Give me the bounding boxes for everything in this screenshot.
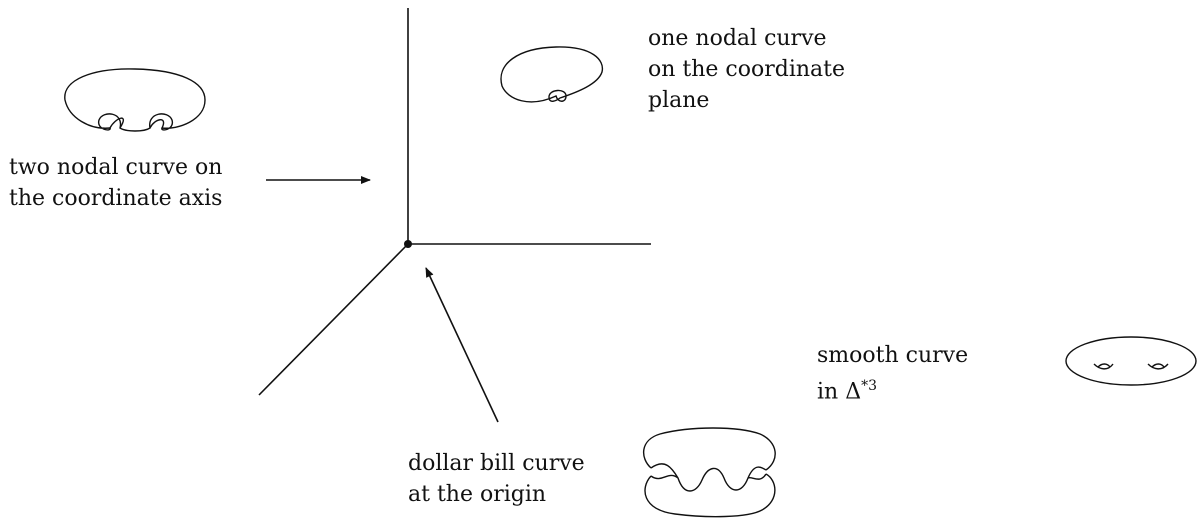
dollar-bill-waves xyxy=(650,463,767,492)
origin-arrow xyxy=(425,267,499,423)
two-nodal-label: two nodal curve on the coordinate axis xyxy=(9,152,222,214)
smooth-label-line1: smooth curve xyxy=(817,343,969,368)
smooth-label-line2: in Δ*3 xyxy=(817,371,968,407)
smooth-label-line2-sup: *3 xyxy=(861,378,878,394)
two-nodal-inner-right xyxy=(149,119,165,129)
smooth-handle-right xyxy=(1147,363,1169,370)
two-nodal-label-line2: the coordinate axis xyxy=(9,186,223,211)
one-nodal-label-line2: on the coordinate xyxy=(648,57,846,82)
diagonal-axis xyxy=(258,243,409,396)
one-nodal-curve xyxy=(500,46,604,103)
dollar-label-line1: dollar bill curve xyxy=(408,451,585,476)
dollar-bill-top xyxy=(643,427,776,471)
smooth-handle-left xyxy=(1093,363,1114,370)
two-nodal-inner-left xyxy=(109,117,125,129)
smooth-curve xyxy=(1065,336,1197,386)
smooth-label: smooth curve in Δ*3 xyxy=(817,340,968,407)
dollar-label: dollar bill curve at the origin xyxy=(408,448,585,510)
one-nodal-label-line1: one nodal curve xyxy=(648,26,827,51)
one-nodal-label-line3: plane xyxy=(648,88,710,113)
two-nodal-label-line1: two nodal curve on xyxy=(9,155,223,180)
dollar-bill-bottom xyxy=(644,473,776,518)
one-nodal-label: one nodal curve on the coordinate plane xyxy=(648,23,845,116)
dollar-label-line2: at the origin xyxy=(408,482,547,507)
two-nodal-curve xyxy=(64,68,206,132)
smooth-label-line2-prefix: in Δ xyxy=(817,379,862,405)
origin-point xyxy=(404,240,412,248)
